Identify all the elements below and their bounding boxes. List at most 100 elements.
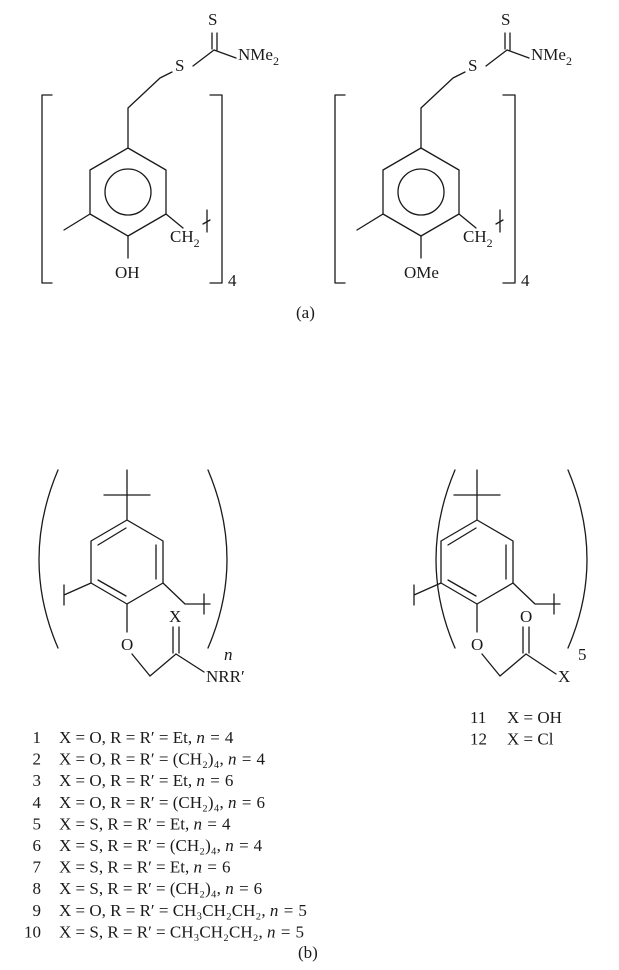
bracket-right bbox=[209, 94, 223, 284]
bracket-left bbox=[334, 94, 346, 284]
thiocarbonyl-s-label: S bbox=[208, 10, 217, 29]
paren-right bbox=[567, 469, 588, 649]
c-n-bond bbox=[175, 653, 205, 673]
x-atom-label: X bbox=[558, 667, 570, 686]
left-stub-bond bbox=[63, 213, 91, 231]
compound-list-left: 1 X = O, R = R′ = Et, n = 4 2 X = O, R = R′… bbox=[24, 728, 307, 941]
left-stub-bond bbox=[63, 582, 92, 606]
benzene-ring bbox=[90, 519, 164, 605]
panel-b-caption: (b) bbox=[298, 943, 318, 962]
benzene-ring bbox=[89, 147, 167, 237]
compound-row: 5 X = S, R = R′ = Et, n = 4 bbox=[33, 814, 231, 833]
compound-description: X = S, R = R′ = Et, n = 4 bbox=[59, 814, 231, 833]
o-ch2-bond bbox=[131, 653, 177, 677]
compound-number: 8 bbox=[33, 879, 42, 898]
compound-description: X = S, R = R′ = CH₃CH₂CH₂, n = 5 bbox=[59, 922, 304, 941]
ring-double-bond-3 bbox=[447, 579, 477, 597]
ring-double-bond-1 bbox=[97, 527, 127, 546]
o-ch2-bond bbox=[481, 653, 527, 677]
thioether-s-label: S bbox=[468, 56, 477, 75]
c-s-double-bond bbox=[504, 32, 511, 51]
amine-label: NMe2 bbox=[238, 45, 279, 68]
compound-row: 7 X = S, R = R′ = Et, n = 6 bbox=[33, 858, 231, 877]
bracket-left bbox=[41, 94, 53, 284]
compound-row: 12 X = Cl bbox=[470, 730, 554, 749]
methylene-bond bbox=[162, 582, 211, 605]
paren-left bbox=[435, 469, 456, 649]
ether-o-label: O bbox=[121, 635, 133, 654]
ether-o-label: O bbox=[471, 635, 483, 654]
compound-description: X = Cl bbox=[507, 730, 554, 749]
compound-number: 7 bbox=[33, 858, 42, 877]
compound-number: 4 bbox=[33, 793, 42, 812]
s-c-bond bbox=[192, 49, 215, 67]
compound-row: 9 X = O, R = R′ = CH₃CH₂CH₂, n = 5 bbox=[33, 901, 307, 920]
compound-number: 10 bbox=[24, 922, 41, 941]
ring-ch2-bond bbox=[165, 213, 184, 229]
compound-description: X = S, R = R′ = (CH₂)₄, n = 6 bbox=[59, 879, 262, 898]
compound-row: 8 X = S, R = R′ = (CH₂)₄, n = 6 bbox=[33, 879, 263, 898]
compound-description: X = OH bbox=[507, 708, 562, 727]
aromatic-circle bbox=[397, 168, 445, 216]
compound-description: X = O, R = R′ = Et, n = 4 bbox=[59, 728, 234, 747]
compound-number: 5 bbox=[33, 814, 42, 833]
compound-description: X = O, R = R′ = (CH₂)₄, n = 6 bbox=[59, 793, 265, 812]
panel-a-caption: (a) bbox=[296, 303, 315, 322]
tbutyl-group bbox=[103, 469, 151, 521]
compound-number: 11 bbox=[470, 708, 486, 727]
compound-row: 4 X = O, R = R′ = (CH₂)₄, n = 6 bbox=[33, 793, 266, 812]
ring-double-bond-3 bbox=[97, 579, 127, 597]
amide-n-label: NRR′ bbox=[206, 667, 245, 686]
thiocarbonyl-s-label: S bbox=[501, 10, 510, 29]
benzene-ring bbox=[382, 147, 460, 237]
compound-number: 9 bbox=[33, 901, 42, 920]
paren-left bbox=[38, 469, 59, 649]
hydroxyl-label: OH bbox=[115, 263, 140, 282]
compound-description: X = S, R = R′ = (CH₂)₄, n = 4 bbox=[59, 836, 263, 855]
compound-number: 1 bbox=[33, 728, 42, 747]
c-x-bond bbox=[525, 653, 557, 675]
compound-description: X = O, R = R′ = CH₃CH₂CH₂, n = 5 bbox=[59, 901, 307, 920]
carbonyl-o-label: O bbox=[520, 607, 532, 626]
methylene-bond bbox=[512, 582, 561, 605]
tbutyl-group bbox=[453, 469, 501, 521]
thioether-s-label: S bbox=[175, 56, 184, 75]
methylene-label: CH2 bbox=[170, 227, 200, 250]
paren-right bbox=[207, 469, 228, 649]
amine-label: NMe2 bbox=[531, 45, 572, 68]
repeat-count-label: 4 bbox=[521, 271, 530, 290]
c-o-double-bond bbox=[522, 626, 530, 654]
panel-a-left-structure: S S NMe2 CH2 OH 4 bbox=[41, 10, 279, 290]
compound-row: 11 X = OH bbox=[470, 708, 562, 727]
methoxy-label: OMe bbox=[404, 263, 439, 282]
panel-b-right-structure: O O X 5 bbox=[413, 469, 588, 686]
compound-description: X = O, R = R′ = (CH₂)₄, n = 4 bbox=[59, 750, 266, 769]
bracket-right bbox=[502, 94, 516, 284]
compound-number: 6 bbox=[33, 836, 42, 855]
left-stub-bond bbox=[413, 582, 442, 606]
compound-row: 10 X = S, R = R′ = CH₃CH₂CH₂, n = 5 bbox=[24, 922, 304, 941]
repeat-count-label: 4 bbox=[228, 271, 237, 290]
ring-double-bond-1 bbox=[447, 527, 477, 546]
c-n-bond bbox=[213, 49, 237, 59]
compound-row: 6 X = S, R = R′ = (CH₂)₄, n = 4 bbox=[33, 836, 263, 855]
repeat-count-n-label: n bbox=[224, 645, 233, 664]
benzene-ring bbox=[440, 519, 514, 605]
compound-description: X = O, R = R′ = Et, n = 6 bbox=[59, 771, 233, 790]
aromatic-circle bbox=[104, 168, 152, 216]
left-stub-bond bbox=[356, 213, 384, 231]
compound-number: 12 bbox=[470, 730, 487, 749]
x-atom-label: X bbox=[169, 607, 181, 626]
compound-description: X = S, R = R′ = Et, n = 6 bbox=[59, 858, 230, 877]
panel-b-left-structure: X O NRR′ n bbox=[38, 469, 245, 686]
panel-a-right-structure: S S NMe2 CH2 OMe 4 bbox=[334, 10, 572, 290]
compound-number: 2 bbox=[33, 750, 42, 769]
compound-row: 1 X = O, R = R′ = Et, n = 4 bbox=[33, 728, 234, 747]
ring-ch2-bond bbox=[458, 213, 477, 229]
repeat-count-label: 5 bbox=[578, 645, 587, 664]
ch2-s-bond bbox=[420, 71, 466, 149]
c-x-double-bond bbox=[172, 626, 180, 654]
